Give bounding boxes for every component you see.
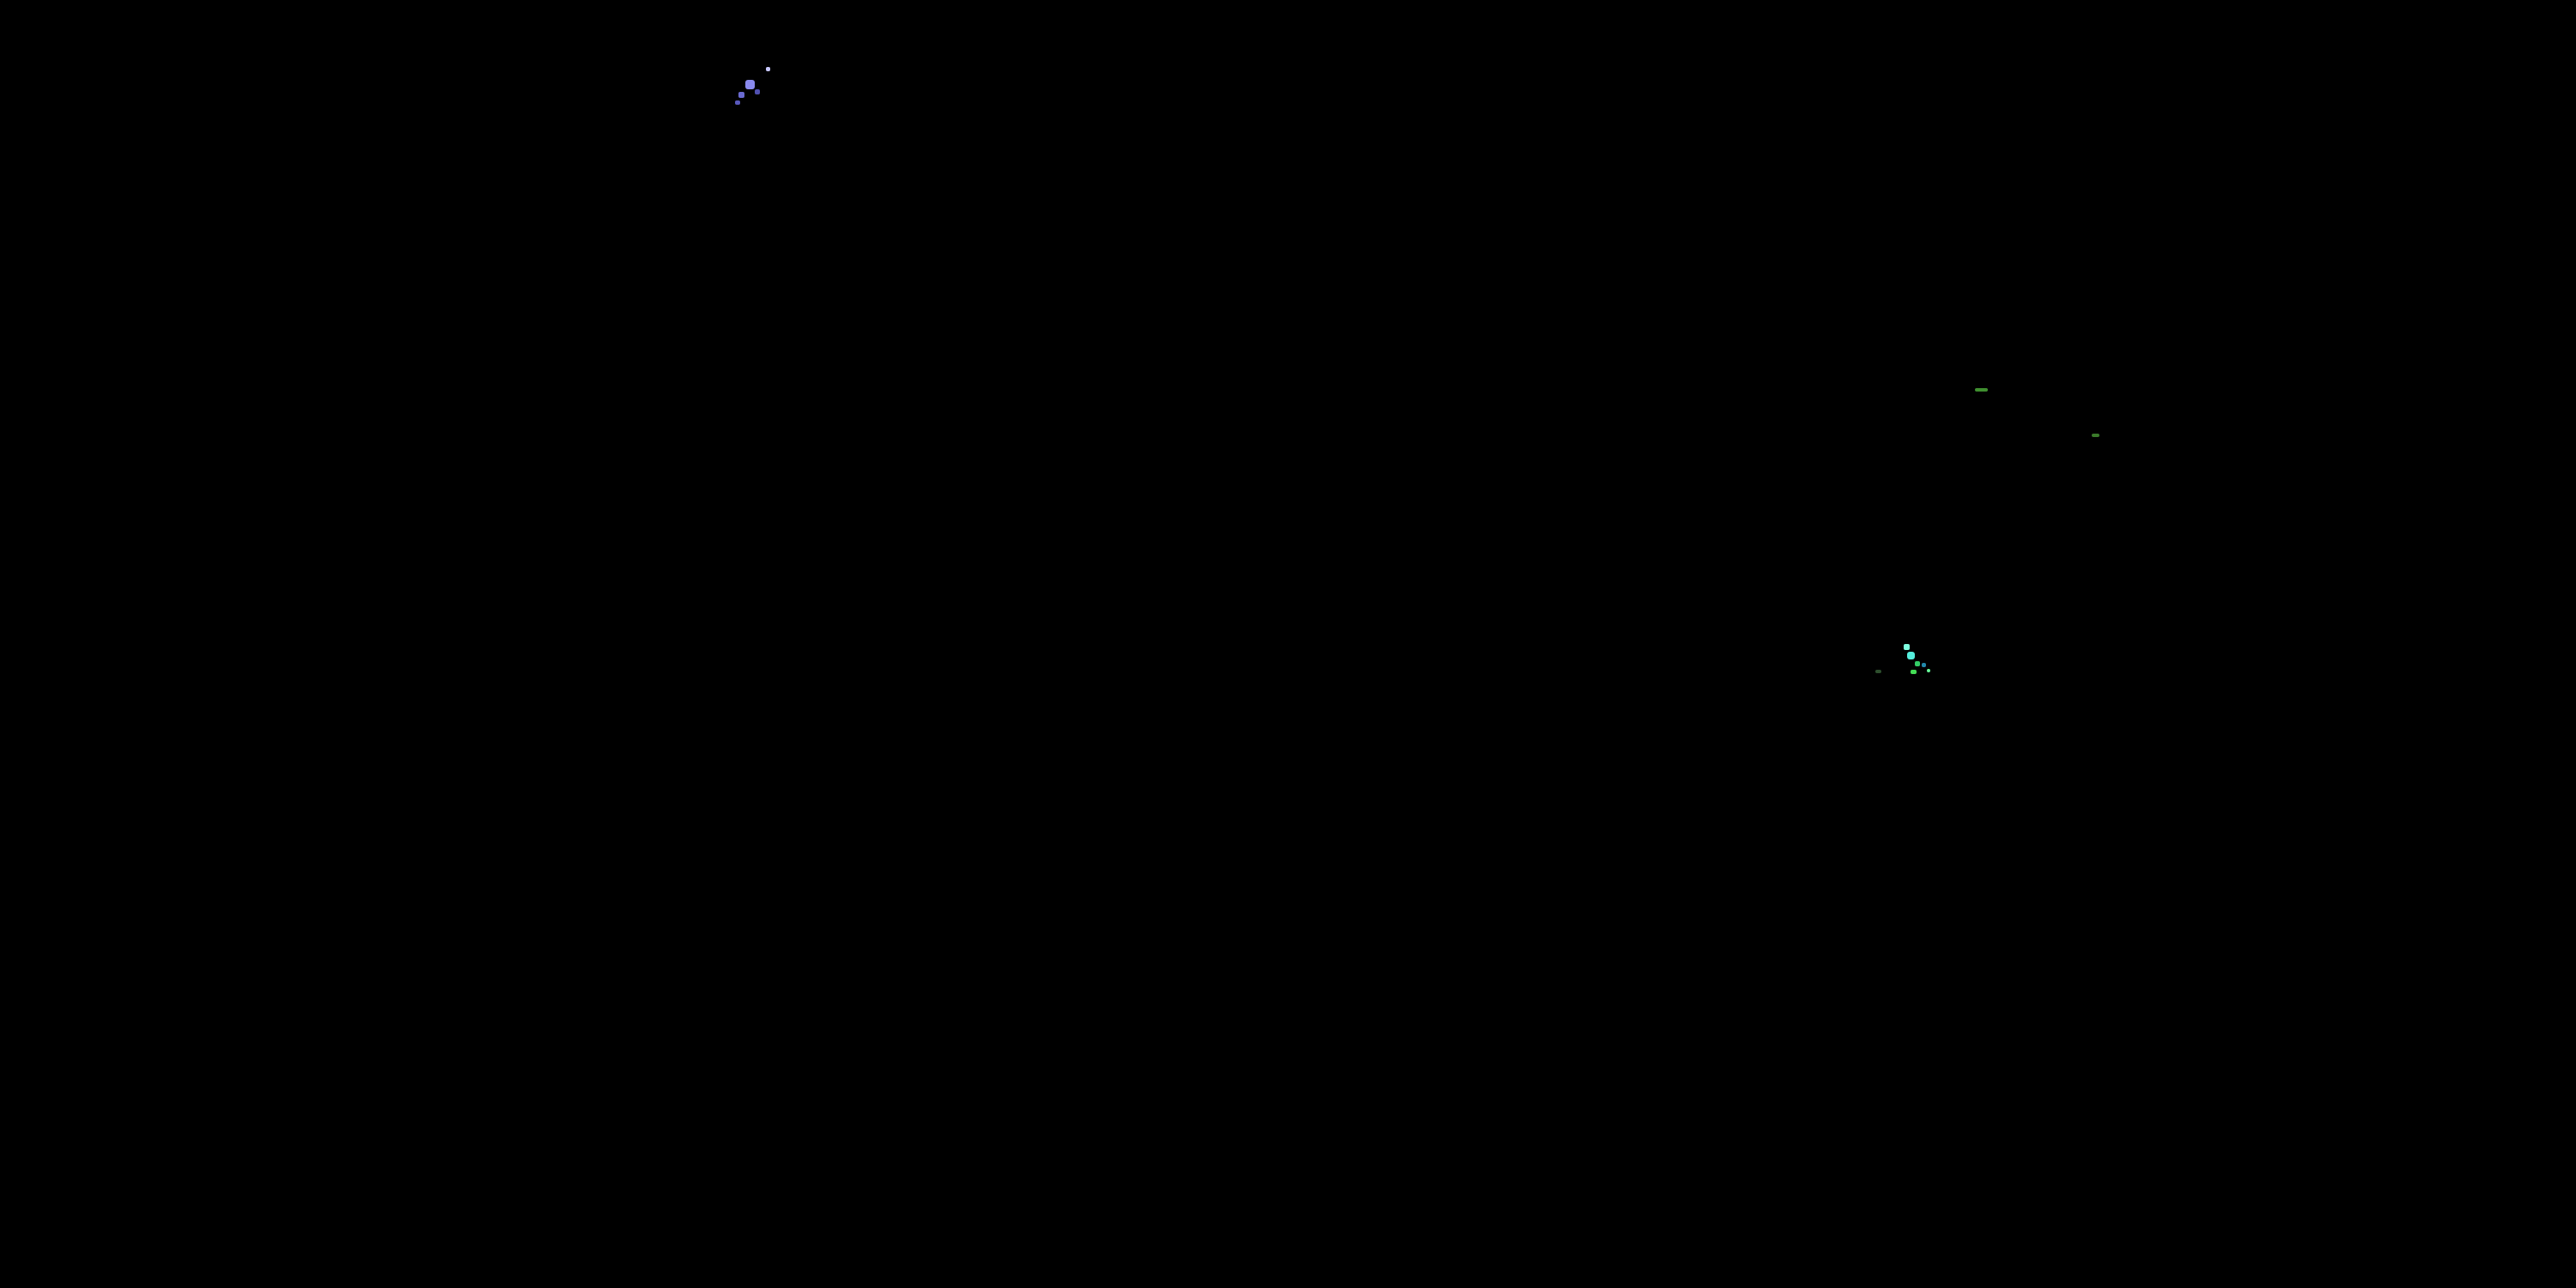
terrain-glint-far-left — [1975, 388, 1988, 392]
creature-sprite-body — [1907, 652, 1915, 659]
player-sprite-limb-right — [755, 89, 760, 94]
player-sprite-foot — [735, 100, 740, 105]
creature-sprite-head — [1904, 644, 1910, 650]
terrain-glint-far-right — [2092, 434, 2099, 437]
creature-sprite-shadow-bit — [1922, 663, 1926, 667]
player-sprite-body — [745, 80, 755, 89]
creature-sprite-leaf-lower — [1911, 670, 1917, 674]
creature-sprite-spark — [1927, 669, 1930, 672]
creature-sprite-leaf-upper — [1915, 661, 1920, 666]
player-sprite-highlight-dot — [766, 67, 770, 71]
player-sprite-limb-left — [738, 92, 744, 98]
creature-sprite-dim-trace — [1875, 670, 1881, 673]
